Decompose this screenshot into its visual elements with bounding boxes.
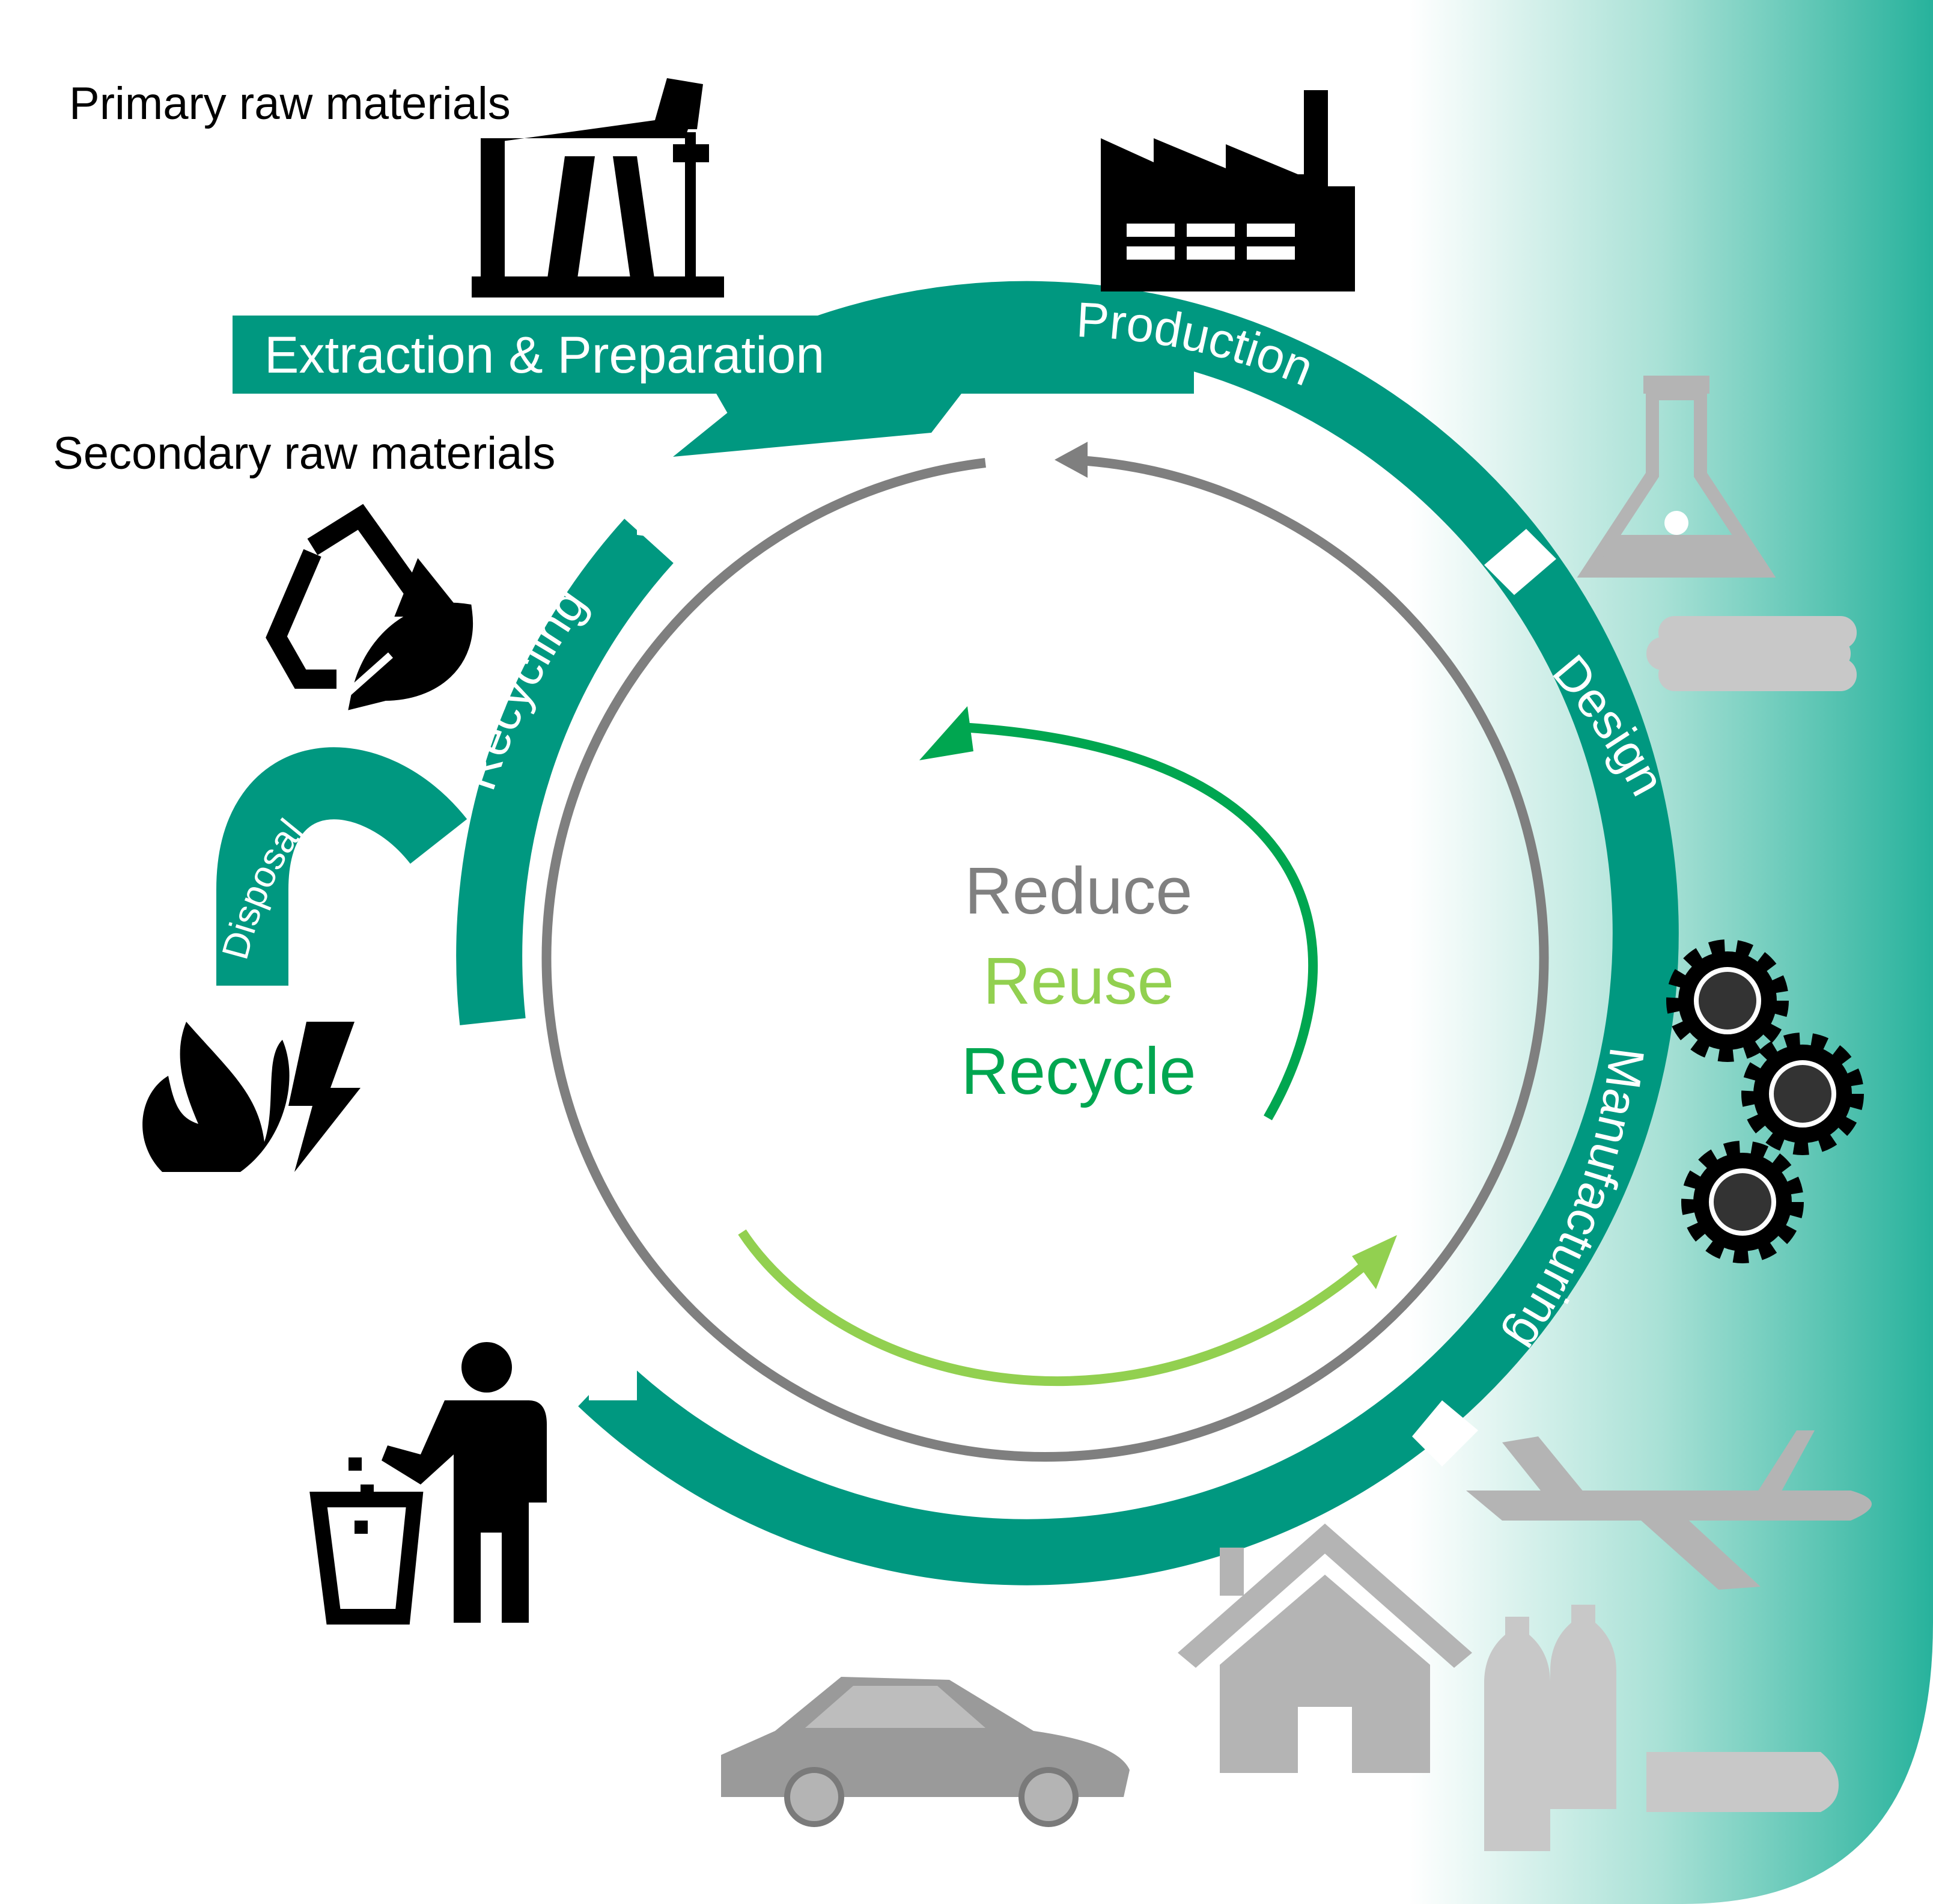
collection-label: Collection (403, 1017, 512, 1243)
factory-icon (1101, 90, 1355, 291)
material-rods-icon (1646, 616, 1857, 691)
reuse-text: Reuse (983, 944, 1174, 1018)
recycle-leaf-icon (266, 504, 473, 710)
disposal-branch (216, 747, 467, 986)
extraction-bar-ramp (673, 394, 961, 457)
recycle-text: Recycle (961, 1034, 1196, 1108)
car-icon (721, 1677, 1130, 1827)
airplane-icon (1466, 1430, 1872, 1590)
reduce-text: Reduce (964, 854, 1192, 928)
person-trash-icon (309, 1342, 547, 1625)
reuse-arrow (738, 1229, 1386, 1387)
extraction-bar (233, 316, 1194, 394)
gray-inner-circle (541, 455, 1549, 1462)
house-icon (1178, 1524, 1472, 1773)
oil-pump-icon (472, 78, 724, 298)
ring-notches (589, 481, 1556, 1466)
recycle-arrow (961, 722, 1318, 1120)
gears-icon (1666, 939, 1864, 1263)
reuse-arrowhead (1352, 1235, 1397, 1289)
secondary-raw-materials-label: Secondary raw materials (53, 428, 555, 479)
extraction-label: Extraction & Preparation (264, 326, 824, 384)
bottles-icon (1484, 1605, 1839, 1851)
recycle-arrowhead (919, 706, 973, 760)
primary-raw-materials-label: Primary raw materials (69, 78, 511, 129)
gray-arrowhead (1055, 442, 1088, 478)
background-panel (841, 0, 1933, 1904)
fire-energy-icon (142, 1022, 361, 1172)
usage-label: Usage (955, 1571, 1099, 1630)
flask-icon (1577, 376, 1776, 578)
